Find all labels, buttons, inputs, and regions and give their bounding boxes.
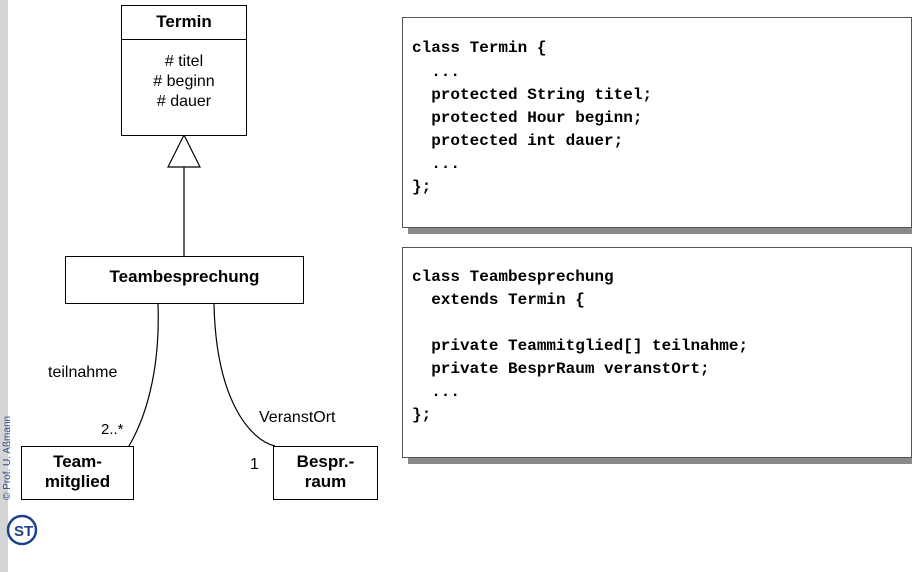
association-teilnahme-line <box>128 303 159 447</box>
termin-attribute-beginn: # beginn <box>153 73 215 90</box>
code-termin-line: protected Hour beginn; <box>412 109 643 127</box>
termin-class-box: Termin # titel # beginn # dauer <box>121 5 247 136</box>
code-teambesprechung-line: ... <box>412 383 461 401</box>
st-logo-text: ST <box>14 523 33 540</box>
inheritance-triangle-icon <box>167 133 201 168</box>
teammitglied-class-box: Team- mitglied <box>21 446 134 500</box>
code-termin-line: ... <box>412 155 461 173</box>
teambesprechung-class-box: Teambesprechung <box>65 256 304 304</box>
association-veranstort-line <box>213 303 276 447</box>
besprraum-class-box: Bespr.- raum <box>273 446 378 500</box>
code-termin-line: }; <box>412 178 432 196</box>
termin-attribute-titel: # titel <box>164 53 204 70</box>
termin-attribute-dauer: # dauer <box>156 93 212 110</box>
teambesprechung-class-name: Teambesprechung <box>109 267 260 286</box>
association-role-veranstort: VeranstOrt <box>259 409 336 426</box>
association-multiplicity-teilnahme: 2..* <box>101 421 124 438</box>
teammitglied-name-line2: mitglied <box>44 472 111 491</box>
code-teambesprechung-box: class Teambesprechung extends Termin { p… <box>402 247 912 458</box>
code-teambesprechung-line: class Teambesprechung <box>412 268 614 286</box>
code-teambesprechung-line: private BesprRaum veranstOrt; <box>412 360 710 378</box>
code-teambesprechung-line: private Teammitglied[] teilnahme; <box>412 337 749 355</box>
left-sidebar-strip <box>0 0 8 572</box>
code-teambesprechung-line: }; <box>412 406 432 424</box>
st-logo-icon: ST <box>6 514 38 546</box>
teammitglied-name-line1: Team- <box>53 452 102 471</box>
code-termin-line: protected String titel; <box>412 86 653 104</box>
association-multiplicity-veranstort: 1 <box>250 456 259 473</box>
besprraum-name-line2: raum <box>304 472 347 491</box>
besprraum-name-line1: Bespr.- <box>296 452 355 471</box>
code-teambesprechung-line: extends Termin { <box>412 291 585 309</box>
association-role-teilnahme: teilnahme <box>48 364 118 381</box>
termin-class-separator <box>122 39 246 40</box>
code-termin-line: class Termin { <box>412 39 547 57</box>
code-termin-line: protected int dauer; <box>412 132 624 150</box>
code-termin-box: class Termin { ... protected String tite… <box>402 17 912 228</box>
termin-class-name: Termin <box>156 12 212 31</box>
code-termin-line: ... <box>412 63 461 81</box>
